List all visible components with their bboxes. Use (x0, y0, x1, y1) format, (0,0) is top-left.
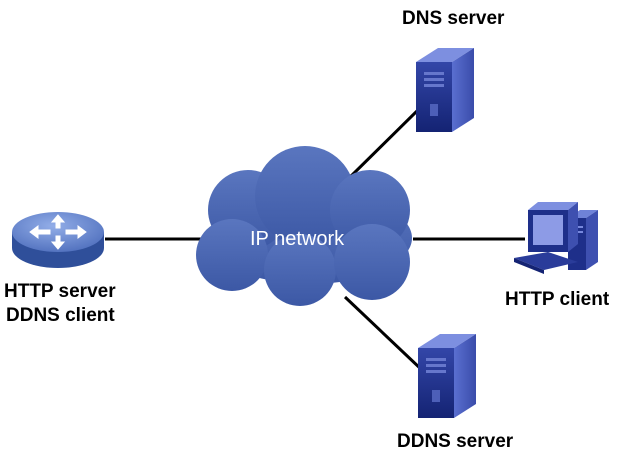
server-icon (416, 48, 474, 132)
link-network-ddns (343, 295, 424, 372)
connection-lines (105, 108, 525, 372)
workstation-icon (514, 202, 598, 274)
ddns-server-label: DDNS server (397, 431, 514, 452)
cloud-icon (196, 146, 412, 306)
network-label: IP network (250, 228, 345, 250)
http-client-label: HTTP client (505, 289, 610, 310)
link-network-dns (343, 108, 420, 184)
router-icon (12, 212, 104, 268)
router-label-ddns-client: DDNS client (6, 305, 115, 326)
dns-server-label: DNS server (402, 8, 505, 29)
server-icon (418, 334, 476, 418)
router-label-http-server: HTTP server (4, 281, 116, 302)
